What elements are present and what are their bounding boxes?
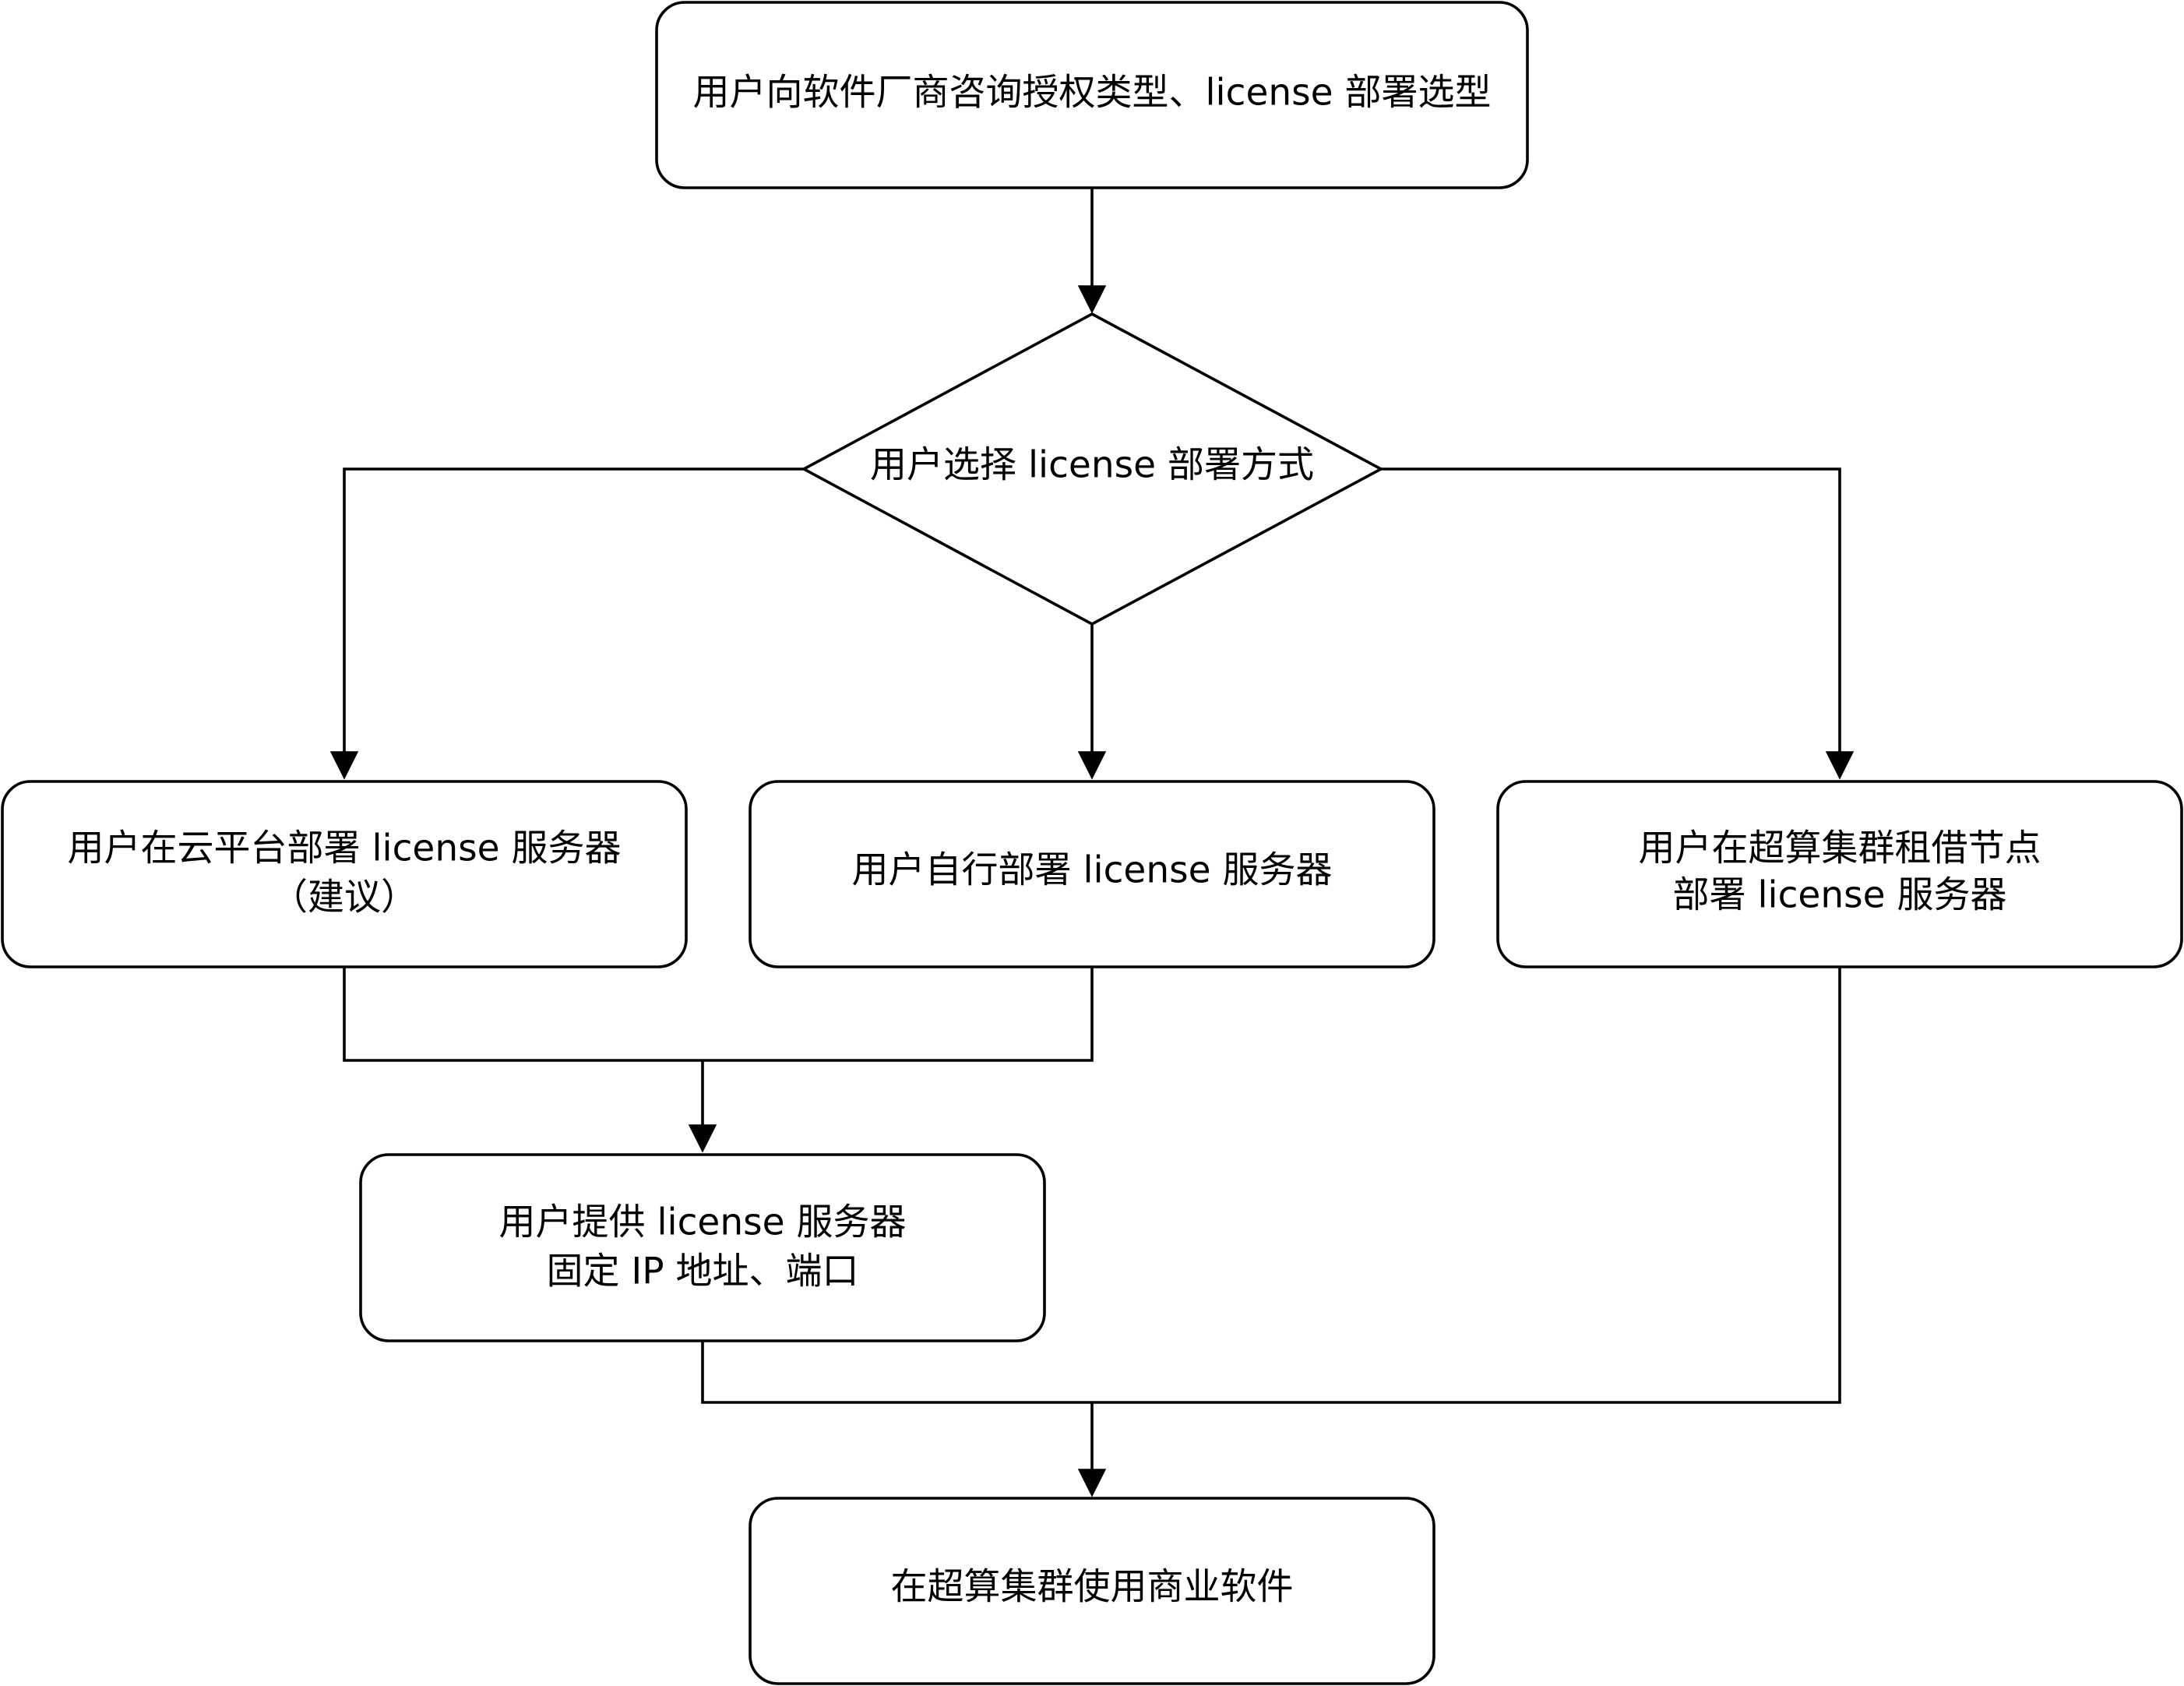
- arrow-head-self: [1077, 751, 1107, 780]
- edge-provide-rent-merge: [701, 967, 1841, 1404]
- node-self-deploy: 用户自行部署 license 服务器: [749, 780, 1435, 968]
- node-provide-server-info-label-line1: 用户提供 license 服务器: [499, 1201, 907, 1244]
- edge-choose-to-cloud: [343, 467, 804, 756]
- flow-connectors: [329, 188, 1855, 1497]
- node-self-deploy-label: 用户自行部署 license 服务器: [852, 849, 1333, 892]
- arrow-head-cloud: [329, 751, 359, 780]
- node-rent-node-deploy-box: [1496, 780, 2183, 968]
- node-consult-vendor: 用户向软件厂商咨询授权类型、license 部署选型: [655, 1, 1529, 189]
- edge-cloud-self-merge: [343, 967, 1094, 1062]
- node-self-deploy-box: [749, 780, 1435, 968]
- node-cloud-deploy-label-line1: 用户在云平台部署 license 服务器: [68, 827, 622, 870]
- node-use-commercial-software: 在超算集群使用商业软件: [749, 1497, 1435, 1685]
- edge-choose-to-rent: [1381, 467, 1841, 756]
- node-rent-node-deploy: 用户在超算集群租借节点 部署 license 服务器: [1496, 780, 2183, 968]
- node-choose-deployment-label: 用户选择 license 部署方式: [870, 444, 1314, 487]
- arrow-head-choose: [1077, 285, 1107, 314]
- arrow-head-use: [1077, 1469, 1107, 1497]
- node-rent-node-deploy-label-line2: 部署 license 服务器: [1673, 874, 2007, 917]
- node-consult-vendor-box: [655, 1, 1529, 189]
- node-cloud-deploy: 用户在云平台部署 license 服务器 （建议）: [1, 780, 688, 968]
- node-use-commercial-software-box: [749, 1497, 1435, 1685]
- node-choose-deployment: 用户选择 license 部署方式: [801, 312, 1384, 626]
- node-provide-server-info-box: [359, 1153, 1046, 1342]
- node-cloud-deploy-label-line2: （建议）: [271, 877, 417, 919]
- node-provide-server-info: 用户提供 license 服务器 固定 IP 地址、端口: [359, 1153, 1046, 1342]
- node-use-commercial-software-label: 在超算集群使用商业软件: [891, 1566, 1294, 1609]
- arrow-head-provide: [688, 1124, 717, 1153]
- node-provide-server-info-label-line2: 固定 IP 地址、端口: [546, 1250, 858, 1293]
- node-cloud-deploy-box: [1, 780, 688, 968]
- node-rent-node-deploy-label-line1: 用户在超算集群租借节点: [1639, 827, 2041, 870]
- decision-diamond: [801, 312, 1384, 626]
- arrow-head-rent: [1825, 751, 1855, 780]
- node-consult-vendor-label: 用户向软件厂商咨询授权类型、license 部署选型: [692, 72, 1491, 115]
